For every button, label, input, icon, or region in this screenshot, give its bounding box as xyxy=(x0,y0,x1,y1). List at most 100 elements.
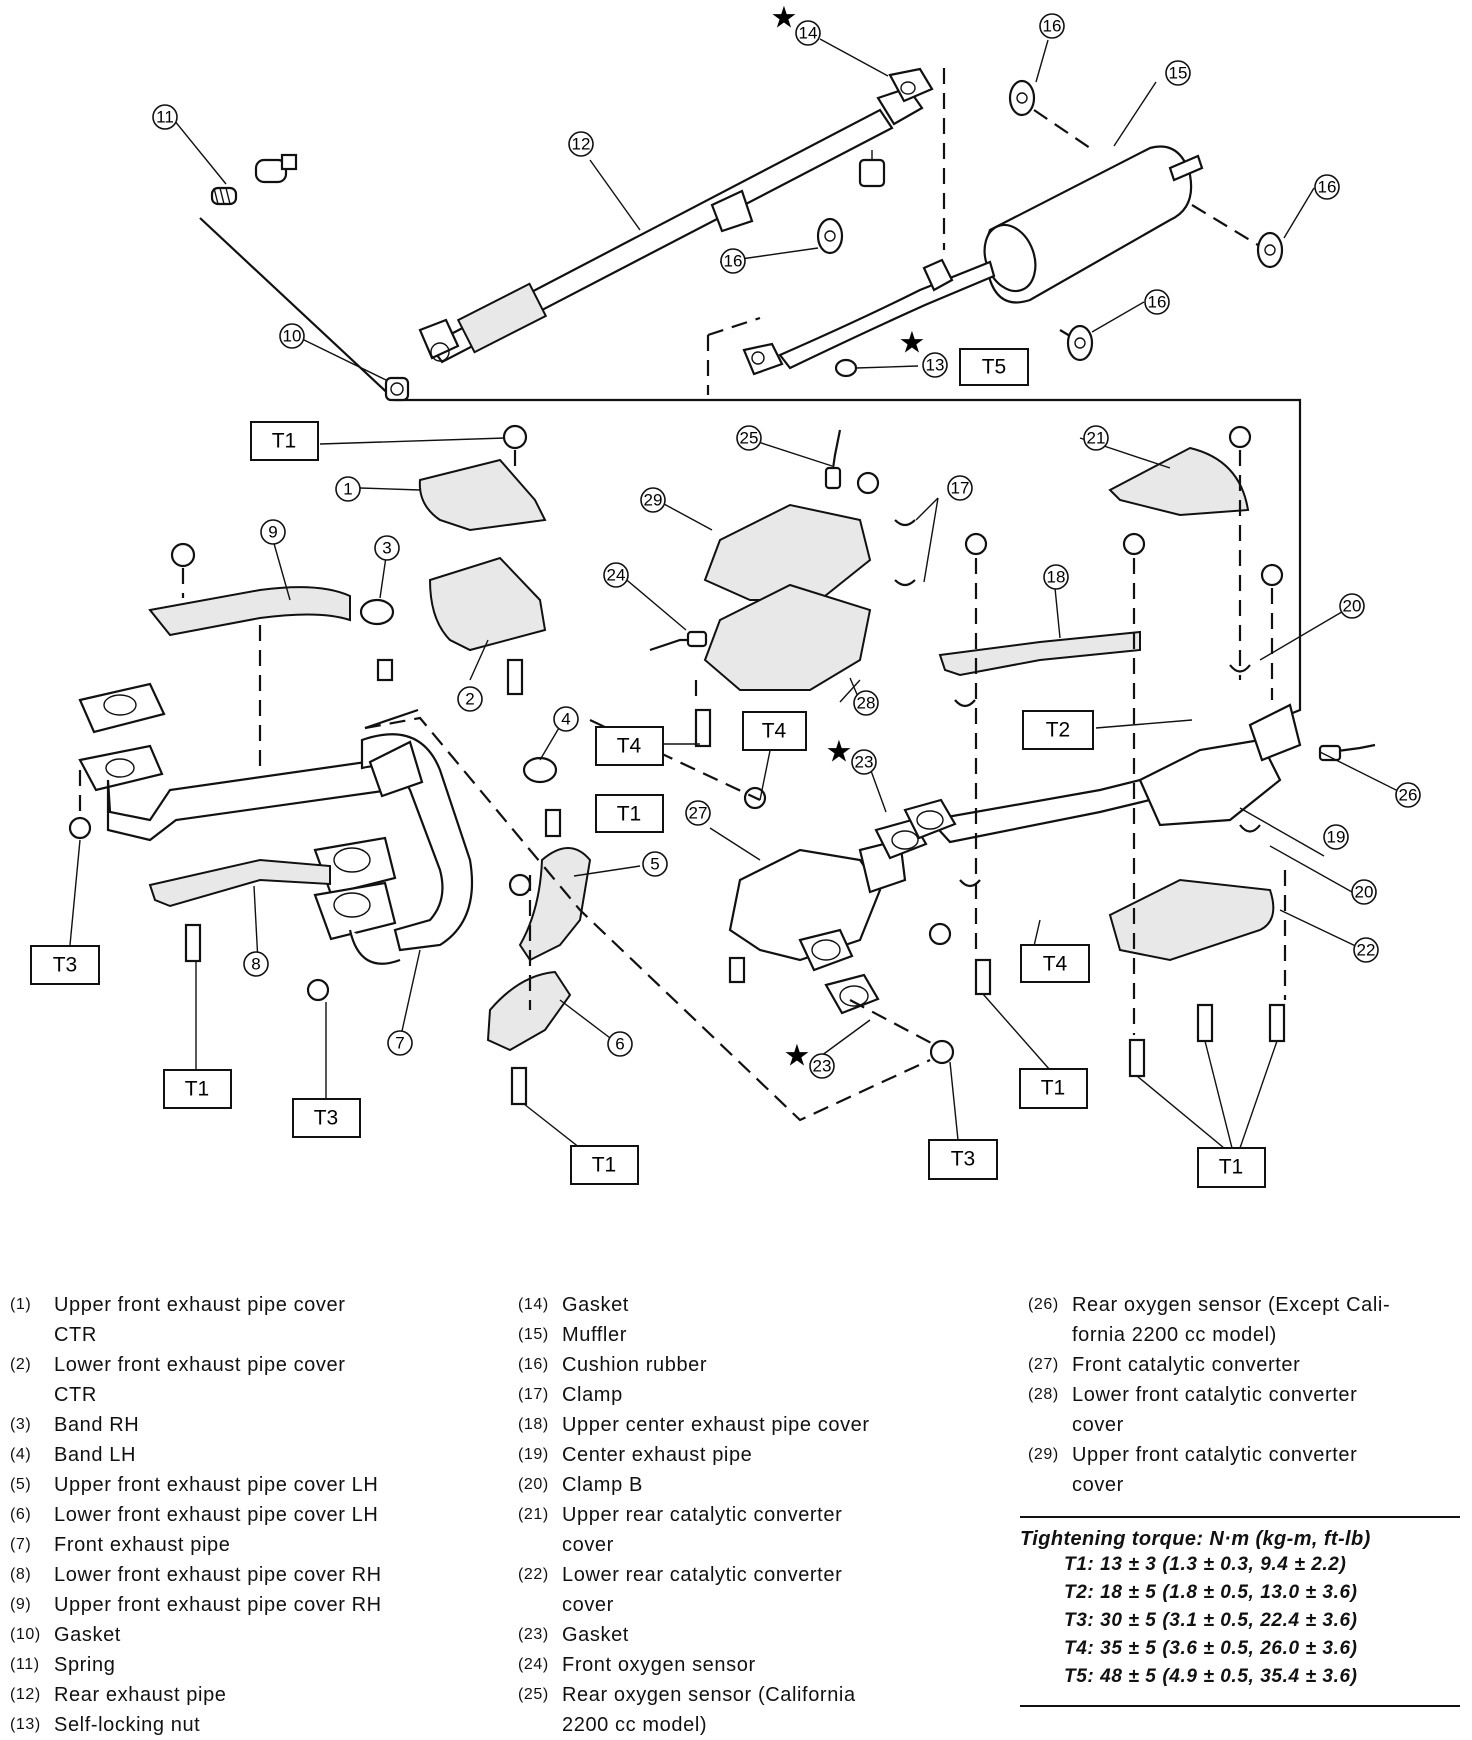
legend-item-continuation: cover xyxy=(1072,1474,1124,1496)
parts-legend-column-2: (14)Gasket (15)Muffler (16)Cushion rubbe… xyxy=(518,1290,950,1740)
legend-item: (28)Lower front catalytic converter xyxy=(1028,1384,1358,1406)
legend-item: (17)Clamp xyxy=(518,1384,623,1406)
upper-front-exhaust-pipe-cover-ctr xyxy=(418,458,547,532)
legend-item: (5)Upper front exhaust pipe cover LH xyxy=(10,1474,379,1496)
legend-item: (6)Lower front exhaust pipe cover LH xyxy=(10,1504,379,1526)
torque-t3-box: T3 xyxy=(30,945,100,985)
callout-16b: 16 xyxy=(1314,174,1340,200)
callout-14: 14 xyxy=(795,20,821,46)
callout-18: 18 xyxy=(1043,564,1069,590)
callout-3: 3 xyxy=(374,535,400,561)
callout-leaders xyxy=(173,38,1407,1065)
callout-1: 1 xyxy=(335,476,361,502)
svg-text:22: 22 xyxy=(1357,941,1376,960)
svg-text:T1: T1 xyxy=(272,430,297,453)
callout-6: 6 xyxy=(607,1031,633,1057)
svg-text:15: 15 xyxy=(1169,64,1188,83)
callout-15: 15 xyxy=(1165,60,1191,86)
legend-item: (3)Band RH xyxy=(10,1414,140,1436)
callout-28: 28 xyxy=(853,690,879,716)
svg-text:20: 20 xyxy=(1355,883,1374,902)
legend-item-continuation: CTR xyxy=(54,1324,97,1346)
legend-item: (26)Rear oxygen sensor (Except Cali- xyxy=(1028,1294,1391,1316)
callout-12: 12 xyxy=(568,131,594,157)
torque-t1-box: T1 xyxy=(570,1145,639,1185)
legend-item-continuation: cover xyxy=(562,1534,614,1556)
svg-text:1: 1 xyxy=(343,480,352,499)
torque-spec-t4: T4: 35 ± 5 (3.6 ± 0.5, 26.0 ± 3.6) xyxy=(1064,1638,1358,1659)
svg-text:T3: T3 xyxy=(951,1148,976,1171)
torque-spec-t1: T1: 13 ± 3 (1.3 ± 0.3, 9.4 ± 2.2) xyxy=(1064,1554,1347,1575)
svg-text:T4: T4 xyxy=(1043,953,1068,976)
star-marker: ★ xyxy=(784,1040,811,1073)
svg-text:23: 23 xyxy=(813,1057,832,1076)
svg-text:3: 3 xyxy=(382,539,391,558)
svg-text:T1: T1 xyxy=(1041,1077,1066,1100)
star-marker: ★ xyxy=(899,327,926,360)
legend-item-continuation: cover xyxy=(562,1594,614,1616)
svg-text:11: 11 xyxy=(156,108,174,127)
legend-item: (24)Front oxygen sensor xyxy=(518,1654,756,1676)
band-lh xyxy=(522,756,558,784)
svg-text:5: 5 xyxy=(650,855,659,874)
clamps xyxy=(894,519,1261,888)
torque-spec-t2: T2: 18 ± 5 (1.8 ± 0.5, 13.0 ± 3.6) xyxy=(1064,1582,1358,1603)
spring-part xyxy=(210,153,298,206)
torque-t4-box: T4 xyxy=(595,726,664,766)
svg-text:18: 18 xyxy=(1047,568,1066,587)
svg-text:T1: T1 xyxy=(592,1154,617,1177)
torque-t3-box: T3 xyxy=(928,1139,998,1180)
svg-text:T5: T5 xyxy=(982,356,1007,379)
legend-item: (23)Gasket xyxy=(518,1624,629,1646)
muffler xyxy=(742,145,1204,376)
lower-rear-catalytic-converter-cover xyxy=(1108,878,1275,962)
legend-item: (27)Front catalytic converter xyxy=(1028,1354,1301,1376)
callout-22: 22 xyxy=(1353,937,1379,963)
oxygen-sensors xyxy=(649,429,1376,762)
svg-text:T1: T1 xyxy=(617,803,642,826)
legend-item: (20)Clamp B xyxy=(518,1474,643,1496)
parts-legend-column-3: (26)Rear oxygen sensor (Except Cali- for… xyxy=(1028,1290,1460,1500)
callout-13: 13 xyxy=(922,352,948,378)
svg-text:16: 16 xyxy=(1318,178,1337,197)
torque-t1-box: T1 xyxy=(1019,1068,1088,1109)
assembly-lines xyxy=(78,450,1287,1122)
tightening-torque-spec: Tightening torque: N·m (kg-m, ft-lb) T1:… xyxy=(1020,1516,1460,1707)
gasket-10 xyxy=(384,376,410,402)
svg-text:T1: T1 xyxy=(185,1078,210,1101)
svg-text:12: 12 xyxy=(572,135,591,154)
svg-text:16: 16 xyxy=(1148,293,1167,312)
band-rh xyxy=(359,598,395,626)
parts-legend-column-1: (1)Upper front exhaust pipe cover CTR (2… xyxy=(10,1290,435,1740)
front-exhaust-pipe xyxy=(78,682,474,965)
legend-item: (18)Upper center exhaust pipe cover xyxy=(518,1414,870,1436)
svg-text:6: 6 xyxy=(615,1035,624,1054)
svg-text:25: 25 xyxy=(740,429,759,448)
callout-20b: 20 xyxy=(1351,879,1377,905)
legend-item: (8)Lower front exhaust pipe cover RH xyxy=(10,1564,382,1586)
legend-item: (11)Spring xyxy=(10,1654,116,1676)
svg-text:23: 23 xyxy=(855,753,874,772)
callout-21: 21 xyxy=(1083,425,1109,451)
divider xyxy=(1020,1516,1460,1518)
callout-11: 11 xyxy=(152,104,178,130)
self-locking-nut xyxy=(834,358,858,378)
callout-10: 10 xyxy=(279,323,305,349)
legend-item-continuation: cover xyxy=(1072,1414,1124,1436)
legend-item-continuation: 2200 cc model) xyxy=(562,1714,708,1736)
center-exhaust-pipe xyxy=(903,703,1302,844)
legend-item: (21)Upper rear catalytic converter xyxy=(518,1504,843,1526)
svg-text:T3: T3 xyxy=(53,954,78,977)
legend-item: (7)Front exhaust pipe xyxy=(10,1534,231,1556)
callout-25: 25 xyxy=(736,425,762,451)
upper-front-exhaust-pipe-cover-rh xyxy=(148,586,351,637)
svg-text:28: 28 xyxy=(857,694,876,713)
svg-text:2: 2 xyxy=(465,690,474,709)
torque-t1-box: T1 xyxy=(1197,1147,1266,1188)
legend-item: (13)Self-locking nut xyxy=(10,1714,201,1736)
gasket-14 xyxy=(888,67,934,103)
callout-26: 26 xyxy=(1395,782,1421,808)
lower-front-exhaust-pipe-cover-ctr xyxy=(428,556,547,652)
torque-t4-box: T4 xyxy=(742,711,807,751)
legend-item: (15)Muffler xyxy=(518,1324,627,1346)
